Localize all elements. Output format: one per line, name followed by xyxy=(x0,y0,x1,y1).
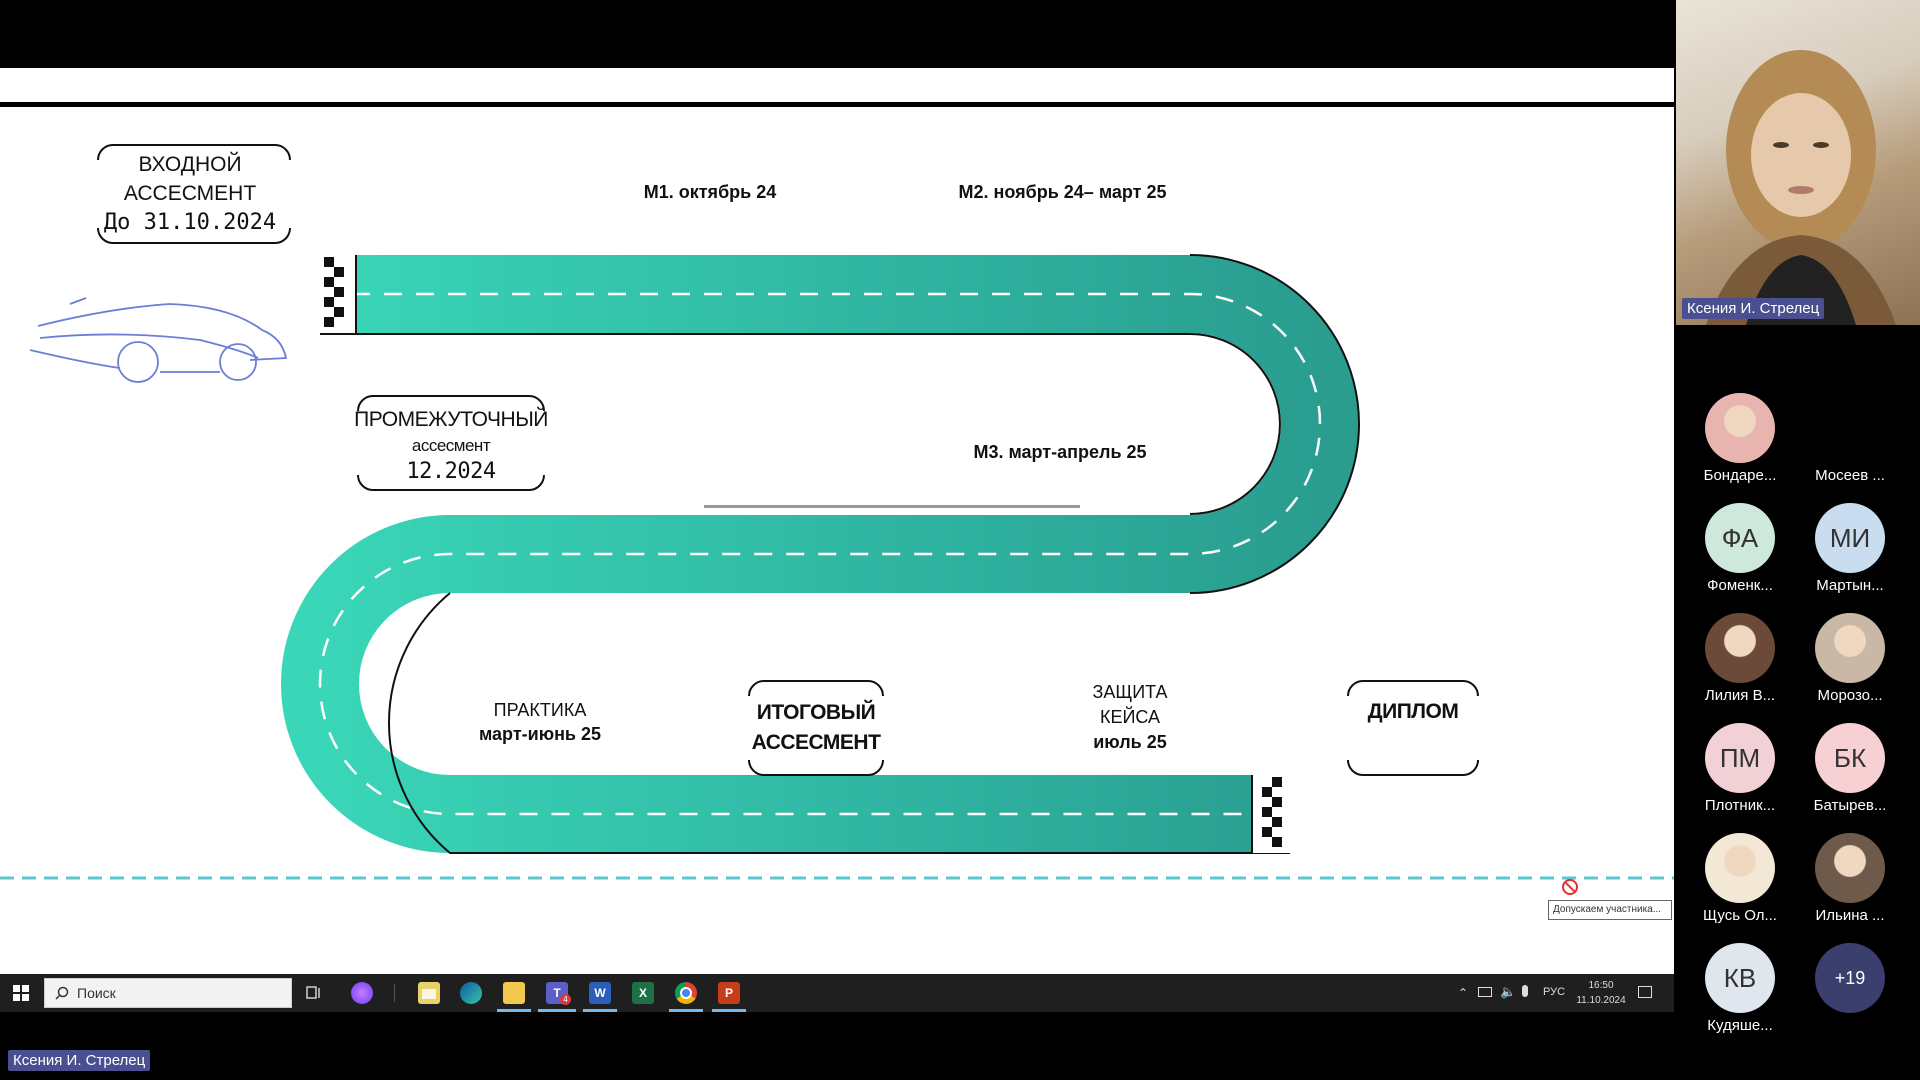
speaker-video-tile[interactable]: Ксения И. Стрелец xyxy=(1676,0,1920,325)
participant-tile[interactable]: КВ Кудяше... xyxy=(1684,943,1794,1043)
participant-name: Мартын... xyxy=(1816,577,1884,594)
participant-photo xyxy=(1815,833,1885,903)
participant-avatar: ФА xyxy=(1705,503,1775,573)
mid-assessment-box xyxy=(355,395,547,491)
excel-icon[interactable]: X xyxy=(632,982,654,1004)
notifications-icon[interactable] xyxy=(1638,986,1652,998)
final-assessment-box xyxy=(746,680,886,776)
taskbar-search-box[interactable]: Поиск xyxy=(44,978,292,1008)
participant-tile[interactable]: МИ Мартын... xyxy=(1794,503,1904,603)
participant-name: Мосеев ... xyxy=(1815,467,1885,484)
practice-label: ПРАКТИКА март-июнь 25 xyxy=(478,700,602,744)
slide-top-rule xyxy=(0,102,1674,107)
participant-name: Плотник... xyxy=(1704,797,1776,814)
microphone-icon[interactable] xyxy=(1522,985,1528,997)
powerpoint-icon[interactable]: P xyxy=(718,982,740,1004)
participant-tile[interactable]: Лилия В... xyxy=(1684,613,1794,713)
explorer-active-indicator xyxy=(497,1009,531,1012)
file-explorer-icon[interactable] xyxy=(503,982,525,1004)
teams-active-indicator xyxy=(538,1009,576,1012)
windows-start-icon[interactable] xyxy=(10,982,32,1004)
volume-icon[interactable]: 🔈 xyxy=(1500,984,1517,999)
participant-name: Лилия В... xyxy=(1704,687,1776,704)
participant-tile[interactable]: ПМ Плотник... xyxy=(1684,723,1794,823)
shared-slide: ВХОДНОЙ АССЕСМЕНТ До 31.10.2024 ПРОМЕЖУТ… xyxy=(0,68,1674,974)
m2-label: М2. ноябрь 24– март 25 xyxy=(958,182,1167,202)
participant-avatar: БК xyxy=(1815,723,1885,793)
entry-assessment-box xyxy=(95,144,293,244)
participant-avatar: ПМ xyxy=(1705,723,1775,793)
entry-assessment-label: ВХОДНОЙ АССЕСМЕНТ До 31.10.2024 xyxy=(103,153,277,235)
participant-tile[interactable]: Ильина ... xyxy=(1794,833,1904,933)
participant-avatar xyxy=(1815,393,1885,463)
participant-avatar: МИ xyxy=(1815,503,1885,573)
participant-photo xyxy=(1815,613,1885,683)
task-view-icon[interactable] xyxy=(303,982,325,1004)
final-assessment-label: ИТОГОВЫЙ АССЕСМЕНТ xyxy=(751,701,881,754)
participant-tile[interactable]: Бондаре... xyxy=(1684,393,1794,493)
m1-label: М1. октябрь 24 xyxy=(643,182,777,202)
clock-time: 16:50 xyxy=(1588,980,1614,991)
language-indicator[interactable]: РУС xyxy=(1543,986,1566,998)
participant-tile[interactable]: Морозо... xyxy=(1794,613,1904,713)
presenter-name-label: Ксения И. Стрелец xyxy=(8,1050,151,1071)
speaker-video-image xyxy=(1706,50,1896,325)
participant-avatar: +19 xyxy=(1815,943,1885,1013)
participant-photo xyxy=(1705,833,1775,903)
powerpoint-active-indicator xyxy=(712,1009,746,1012)
participant-name: Бондаре... xyxy=(1703,467,1777,484)
store-icon[interactable] xyxy=(418,982,440,1004)
race-track-graphic xyxy=(0,102,1674,880)
teams-badge: 4 xyxy=(560,994,571,1005)
word-active-indicator xyxy=(583,1009,617,1012)
car-sketch-icon xyxy=(29,297,288,383)
start-checker-flag xyxy=(320,255,357,333)
participant-name: Батырев... xyxy=(1813,797,1887,814)
road-center-dashes xyxy=(318,292,1322,816)
m3-label: М3. март-апрель 25 xyxy=(973,442,1147,462)
edge-icon[interactable] xyxy=(460,982,482,1004)
search-icon xyxy=(55,986,69,1000)
diploma-label: ДИПЛОМ xyxy=(1367,700,1459,723)
windows-taskbar: Поиск T 4 W X P ⌃ 🔈 РУС 16:50 11.10.2024 xyxy=(0,974,1674,1012)
search-placeholder: Поиск xyxy=(77,985,116,1001)
m3-underline xyxy=(704,505,1080,508)
mid-assessment-label: ПРОМЕЖУТОЧНЫЙ ассесмент 12.2024 xyxy=(354,408,548,484)
participant-name: Морозо... xyxy=(1817,687,1883,704)
speaker-name-label: Ксения И. Стрелец xyxy=(1682,298,1825,319)
participant-tile[interactable]: Мосеев ... xyxy=(1794,393,1904,493)
finish-checker-flag xyxy=(1251,775,1290,853)
participant-tile[interactable]: ФА Фоменк... xyxy=(1684,503,1794,603)
participant-photo xyxy=(1705,393,1775,463)
participant-name: Ильина ... xyxy=(1815,907,1885,924)
blocked-icon xyxy=(1562,879,1578,895)
participant-avatar: КВ xyxy=(1705,943,1775,1013)
tray-chevron-icon[interactable]: ⌃ xyxy=(1458,986,1469,1000)
admit-participant-toast[interactable]: Допускаем участника... xyxy=(1548,900,1672,920)
participant-name: Кудяше... xyxy=(1707,1017,1773,1034)
participant-photo xyxy=(1705,613,1775,683)
assistant-icon[interactable] xyxy=(351,982,373,1004)
clock[interactable]: 16:50 11.10.2024 xyxy=(1572,978,1630,1008)
participant-name: Щусь Ол... xyxy=(1703,907,1777,924)
case-defense-label: ЗАЩИТА КЕЙСА июль 25 xyxy=(1092,682,1168,752)
participant-tile[interactable]: Щусь Ол... xyxy=(1684,833,1794,933)
word-icon[interactable]: W xyxy=(589,982,611,1004)
clock-date: 11.10.2024 xyxy=(1576,995,1626,1006)
network-icon[interactable] xyxy=(1478,987,1492,997)
more-participants-button[interactable]: +19 xyxy=(1794,943,1904,1043)
participant-name: Фоменк... xyxy=(1707,577,1773,594)
taskbar-divider xyxy=(394,984,395,1002)
diploma-box xyxy=(1345,680,1481,776)
chrome-active-indicator xyxy=(669,1009,703,1012)
chrome-icon[interactable] xyxy=(675,982,697,1004)
participant-tile[interactable]: БК Батырев... xyxy=(1794,723,1904,823)
